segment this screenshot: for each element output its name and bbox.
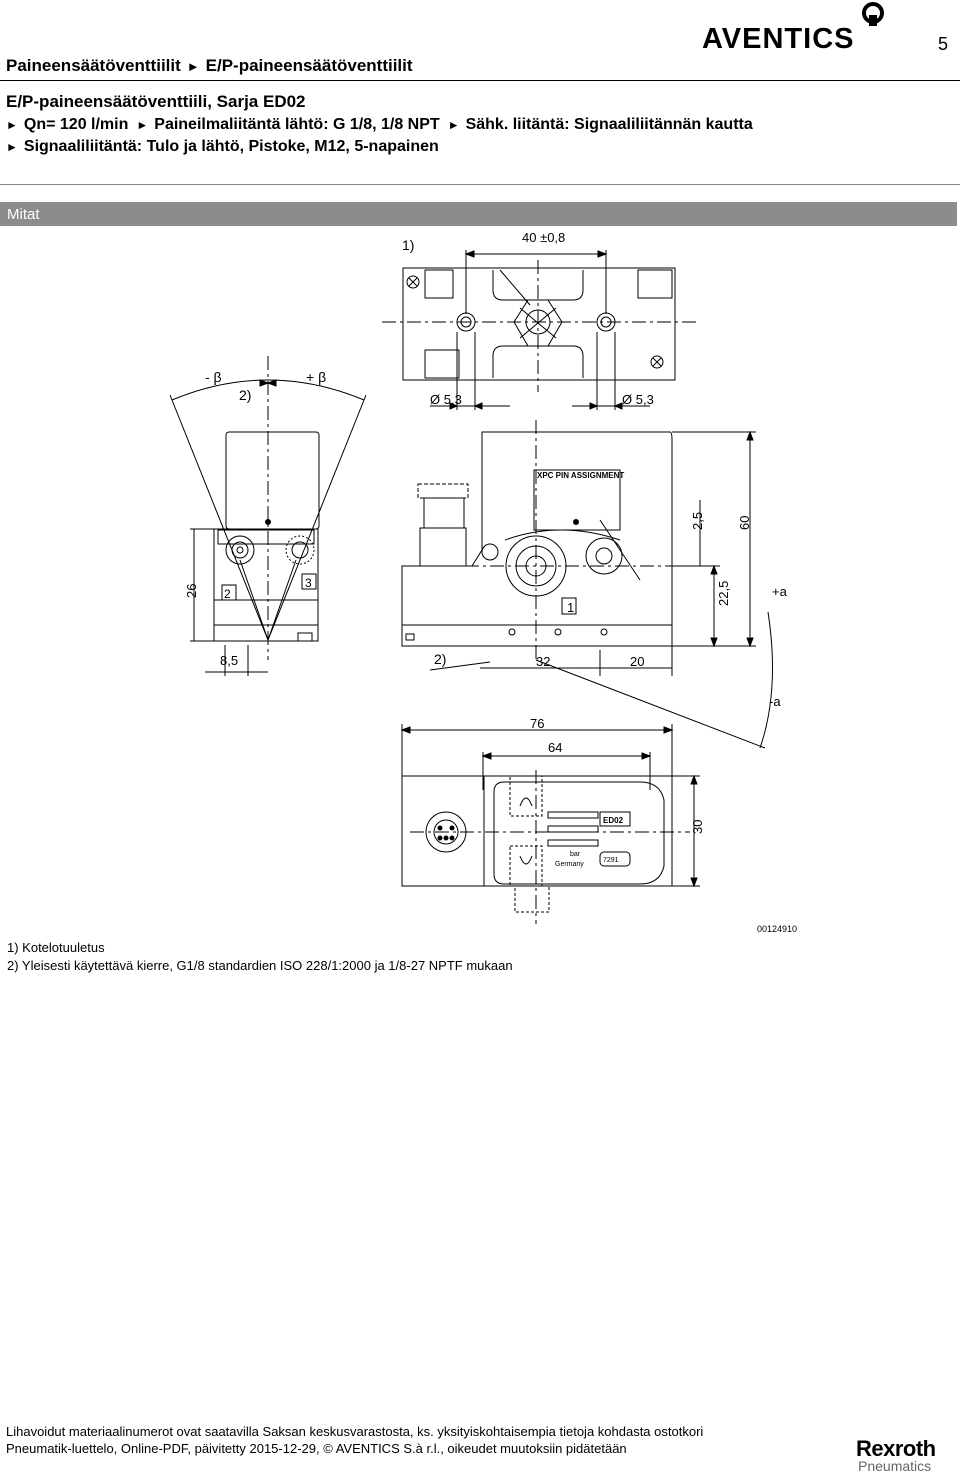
- bullet-arrow-icon: ►: [6, 118, 18, 132]
- note1-ref: 1): [402, 237, 414, 253]
- spec-port: Paineilmaliitäntä lähtö: G 1/8, 1/8 NPT: [154, 116, 440, 133]
- port-1-label: 1: [567, 600, 574, 615]
- section-divider: [0, 184, 960, 185]
- bar-label: bar: [570, 851, 581, 858]
- dim-85: 8,5: [220, 653, 238, 668]
- top-view: [382, 250, 700, 410]
- bottom-view: [400, 724, 700, 924]
- dim-26: 26: [184, 584, 199, 598]
- rexroth-logo: Rexroth: [856, 1436, 936, 1461]
- spec-flow: Qn= 120 l/min: [23, 116, 129, 133]
- aventics-logo: AVENTICS: [702, 2, 884, 55]
- beta-plus: + β: [306, 369, 326, 385]
- page-number: 5: [938, 34, 949, 54]
- port-2-label: 2: [224, 587, 231, 601]
- drawing-code: 00124910: [757, 924, 798, 934]
- footer-line-2: Pneumatik-luettelo, Online-PDF, päivitet…: [6, 1441, 627, 1456]
- number-7291-label: 7291: [603, 857, 619, 864]
- dim-64: 64: [548, 740, 562, 755]
- dim-30: 30: [690, 820, 705, 834]
- footer-line-1: Lihavoidut materiaalinumerot ovat saatav…: [6, 1424, 704, 1439]
- dimension-drawing: 1) 40 ±0,8 Ø 5,3 Ø 5,3 - β + β 2) 26 8,5…: [169, 230, 788, 924]
- alpha-minus: -a: [769, 694, 781, 709]
- note2-ref-front: 2): [434, 651, 446, 667]
- bullet-arrow-icon: ►: [447, 118, 460, 132]
- product-title: E/P-paineensäätöventtiili, Sarja ED02: [6, 92, 306, 111]
- germany-label: Germany: [555, 861, 584, 868]
- dim-76: 76: [530, 716, 544, 731]
- breadcrumb-item: E/P-paineensäätöventtiilit: [205, 56, 413, 75]
- dim-32: 32: [536, 654, 550, 669]
- note2-ref-side: 2): [239, 387, 251, 403]
- front-view: [401, 420, 773, 749]
- spec-line-2: ► Signaaliliitäntä: Tulo ja lähtö, Pistok…: [6, 138, 439, 156]
- spec-electrical: Sähk. liitäntä: Signaaliliitännän kautta: [465, 116, 753, 133]
- port-3-label: 3: [305, 576, 312, 590]
- ed02-label: ED02: [603, 816, 624, 825]
- dim-d53-left: Ø 5,3: [430, 392, 462, 407]
- note-2: 2) Yleisesti käytettävä kierre, G1/8 sta…: [7, 958, 513, 973]
- breadcrumb-item: Paineensäätöventtiilit: [6, 56, 181, 75]
- dim-60: 60: [737, 516, 752, 530]
- xpc-label: XPC PIN ASSIGNMENT: [537, 471, 624, 480]
- dim-20: 20: [630, 654, 644, 669]
- breadcrumb: Paineensäätöventtiilit ► E/P-paineensäätöv…: [6, 56, 413, 76]
- rexroth-subtitle: Pneumatics: [858, 1458, 932, 1474]
- header-divider: [0, 80, 960, 81]
- breadcrumb-arrow-icon: ►: [186, 59, 200, 74]
- beta-minus: - β: [205, 369, 222, 385]
- section-header-dimensions: Mitat: [0, 202, 957, 226]
- dim-d53-right: Ø 5,3: [622, 392, 654, 407]
- spec-line-1: ► Qn= 120 l/min ► Paineilmaliitäntä lähtö: …: [6, 116, 753, 134]
- bullet-arrow-icon: ►: [6, 140, 18, 154]
- dim-40: 40 ±0,8: [522, 230, 565, 245]
- bullet-arrow-icon: ►: [136, 118, 149, 132]
- dim-25: 2,5: [690, 512, 705, 530]
- section-title: Mitat: [7, 206, 40, 223]
- spec-signal: Signaaliliitäntä: Tulo ja lähtö, Pistoke…: [23, 138, 439, 155]
- dim-225: 22,5: [716, 581, 731, 606]
- logo-text: AVENTICS: [702, 23, 854, 55]
- alpha-plus: +a: [772, 584, 788, 599]
- side-view: [169, 356, 367, 676]
- note-1: 1) Kotelotuuletus: [7, 940, 105, 955]
